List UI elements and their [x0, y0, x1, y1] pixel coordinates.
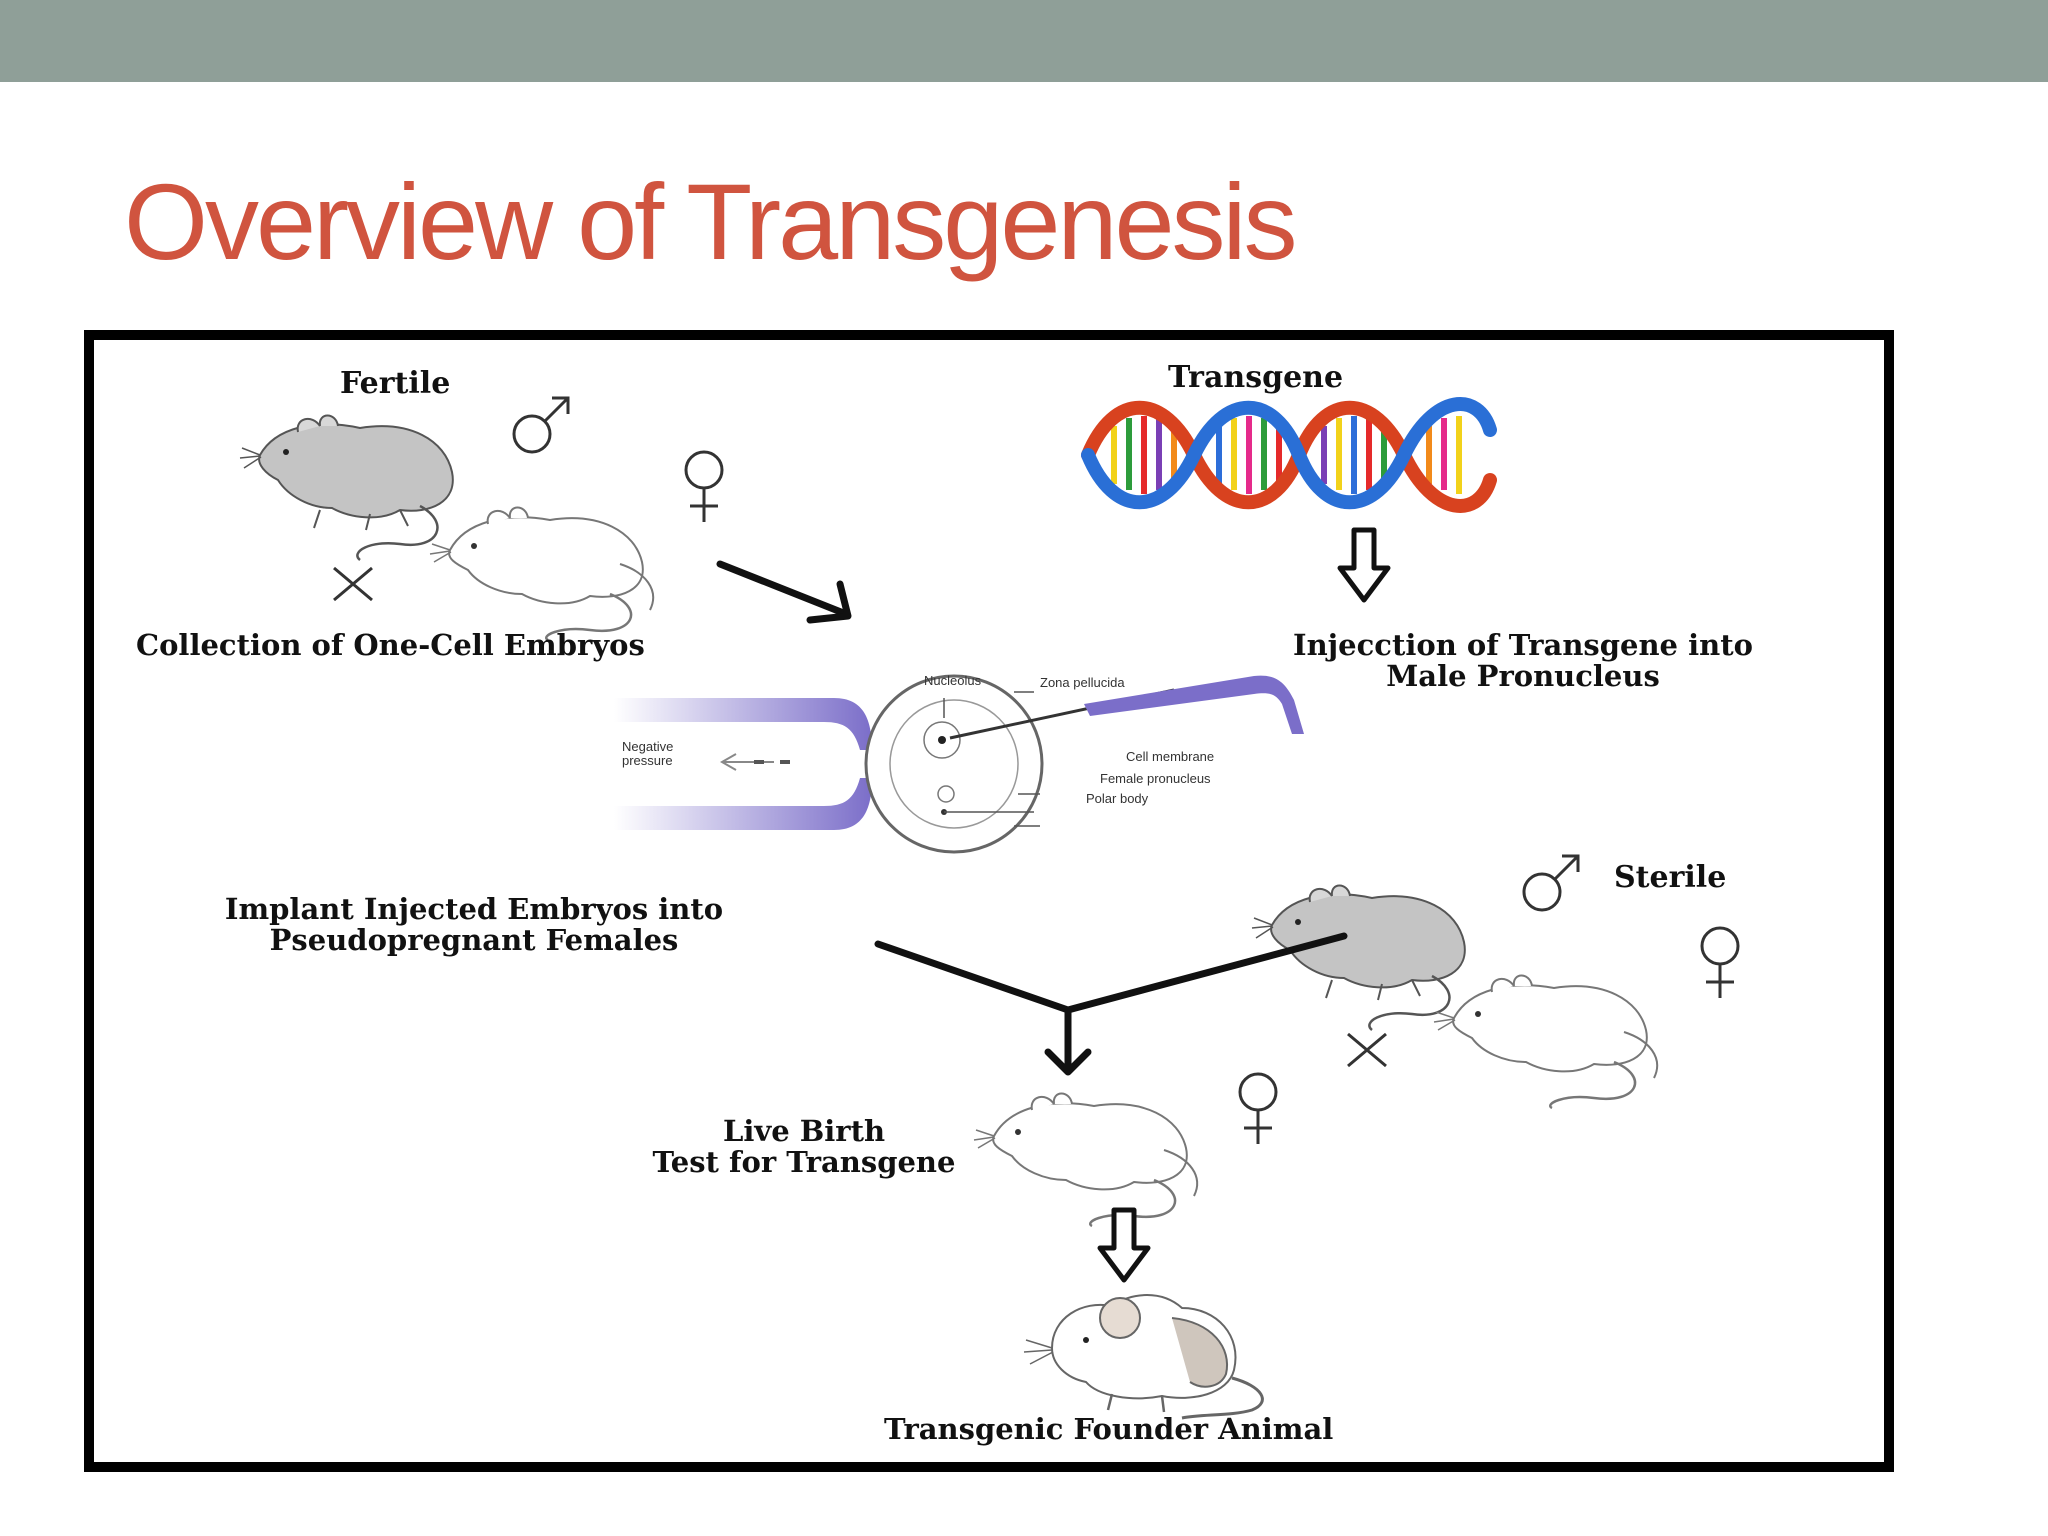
live-birth-line2: Test for Transgene — [652, 1145, 956, 1180]
sterile-male-mouse-icon — [1251, 884, 1466, 1031]
male-symbol-icon — [1522, 854, 1580, 912]
implant-label-line2: Pseudopregnant Females — [269, 923, 679, 958]
top-bar — [0, 0, 2048, 82]
implant-label-line1: Implant Injected Embryos into — [224, 892, 724, 926]
slide-title: Overview of Transgenesis — [124, 161, 1298, 282]
fertile-female-mouse-icon — [429, 506, 655, 642]
female-symbol-icon — [1238, 1072, 1278, 1144]
transgene-label: Transgene — [1168, 360, 1344, 395]
sterile-label: Sterile — [1614, 860, 1727, 895]
micropipette-icon — [614, 674, 1304, 854]
offspring-mouse-icon — [973, 1092, 1199, 1228]
injection-label-line2: Male Pronucleus — [1386, 659, 1660, 694]
diagram-frame: Fertile Collection of One-Cell Embryos T… — [84, 330, 1894, 1472]
injection-label: Injecction of Transgene into Male Pronuc… — [1238, 628, 1808, 694]
zona-pellucida-label: Zona pellucida — [1040, 675, 1125, 690]
negative-pressure-label: Negative pressure — [622, 739, 674, 769]
negative-pressure-line2: pressure — [622, 753, 673, 769]
live-birth-line1: Live Birth — [722, 1114, 886, 1148]
merge-arrow-icon — [874, 932, 1348, 1076]
hollow-down-arrow-icon — [1097, 1207, 1151, 1283]
sterile-female-mouse-icon — [1433, 974, 1659, 1110]
fertile-male-mouse-icon — [239, 414, 454, 561]
cross-icon — [333, 566, 373, 602]
female-pronucleus-label: Female pronucleus — [1100, 771, 1211, 786]
implant-label: Implant Injected Embryos into Pseudopreg… — [174, 892, 774, 958]
fertile-label: Fertile — [340, 366, 451, 401]
hollow-down-arrow-icon — [1337, 527, 1391, 603]
female-symbol-icon — [684, 450, 724, 522]
negative-pressure-line1: Negative — [622, 739, 674, 754]
collection-label: Collection of One-Cell Embryos — [136, 628, 645, 662]
live-birth-label: Live Birth Test for Transgene — [584, 1114, 1024, 1180]
male-symbol-icon — [512, 396, 570, 454]
nucleolus-label: Nucleolus — [924, 673, 982, 688]
polar-body-label: Polar body — [1086, 791, 1149, 806]
founder-label: Transgenic Founder Animal — [884, 1412, 1334, 1446]
cell-membrane-label: Cell membrane — [1126, 749, 1215, 764]
founder-mouse-icon — [1023, 1294, 1264, 1420]
dna-helix-icon — [1081, 397, 1497, 513]
female-symbol-icon — [1700, 926, 1740, 998]
arrow-icon — [716, 560, 852, 624]
cross-icon — [1347, 1032, 1387, 1068]
injection-label-line1: Injecction of Transgene into — [1293, 628, 1753, 662]
